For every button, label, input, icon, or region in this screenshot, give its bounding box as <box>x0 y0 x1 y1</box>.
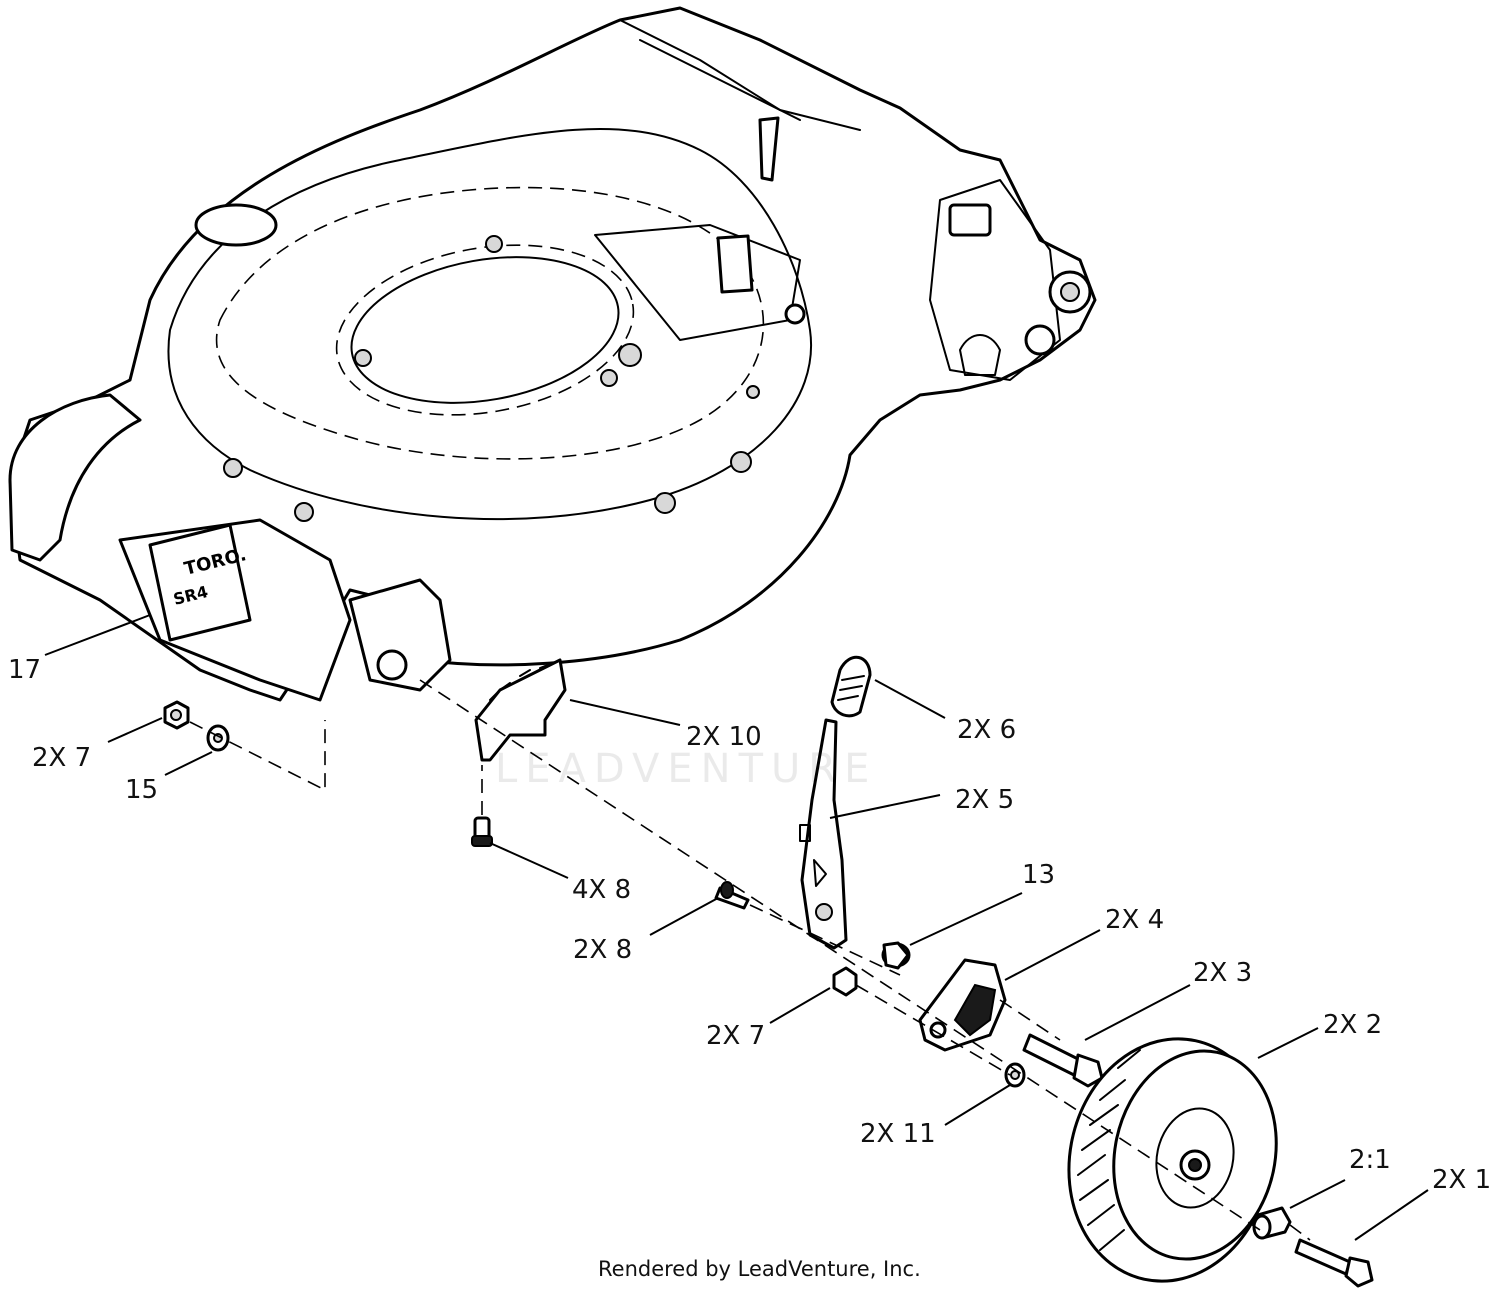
part-13-spacer <box>881 941 911 970</box>
callout-15: 15 <box>125 775 158 805</box>
mower-deck-housing: TORO. SR4 <box>8 6 1097 702</box>
callout-2x4: 2X 4 <box>1105 905 1164 935</box>
part-11-washer <box>1004 1062 1026 1088</box>
part-8-screw-lower <box>714 881 750 910</box>
part-10-adjust-plate <box>474 658 567 762</box>
callout-2x7-right: 2X 7 <box>706 1021 765 1051</box>
part-2-wheel <box>1067 1037 1278 1283</box>
leader-lines <box>44 614 1429 1241</box>
part-6-grip-pad <box>830 656 872 718</box>
callout-2-1: 2:1 <box>1349 1145 1391 1175</box>
callout-2x7-left: 2X 7 <box>32 743 91 773</box>
part-4-pivot-bracket <box>918 958 1007 1052</box>
part-7-nut-left <box>163 700 190 730</box>
callout-2x2: 2X 2 <box>1323 1010 1382 1040</box>
callout-2x10: 2X 10 <box>686 722 762 752</box>
callout-2x1: 2X 1 <box>1432 1165 1491 1195</box>
callout-2x6: 2X 6 <box>957 715 1016 745</box>
footer-credit: Rendered by LeadVenture, Inc. <box>598 1257 921 1281</box>
callout-2x11: 2X 11 <box>860 1119 936 1149</box>
part-15-washer <box>206 724 230 752</box>
callout-17: 17 <box>8 655 41 685</box>
part-2-1-bushing <box>1252 1206 1292 1240</box>
part-7-nut-right <box>832 966 858 997</box>
callout-2x8: 2X 8 <box>573 935 632 965</box>
part-8-screw-upper <box>471 816 493 847</box>
callout-2x5: 2X 5 <box>955 785 1014 815</box>
callout-4x8: 4X 8 <box>572 875 631 905</box>
part-3-axle-bolt <box>1022 1033 1104 1088</box>
watermark: LEADVENTURE <box>495 746 877 792</box>
callout-2x3: 2X 3 <box>1193 958 1252 988</box>
toro-brand-decal: TORO. SR4 <box>148 523 252 642</box>
part-1-shoulder-bolt <box>1294 1238 1374 1288</box>
callout-13: 13 <box>1022 860 1055 890</box>
part-5-lever-arm <box>799 718 848 950</box>
callout-labels: 17 2X 7 15 2X 10 4X 8 2X 6 2X 5 13 2X 8 … <box>8 655 1491 1195</box>
assembly-center-lines <box>189 679 1311 1241</box>
